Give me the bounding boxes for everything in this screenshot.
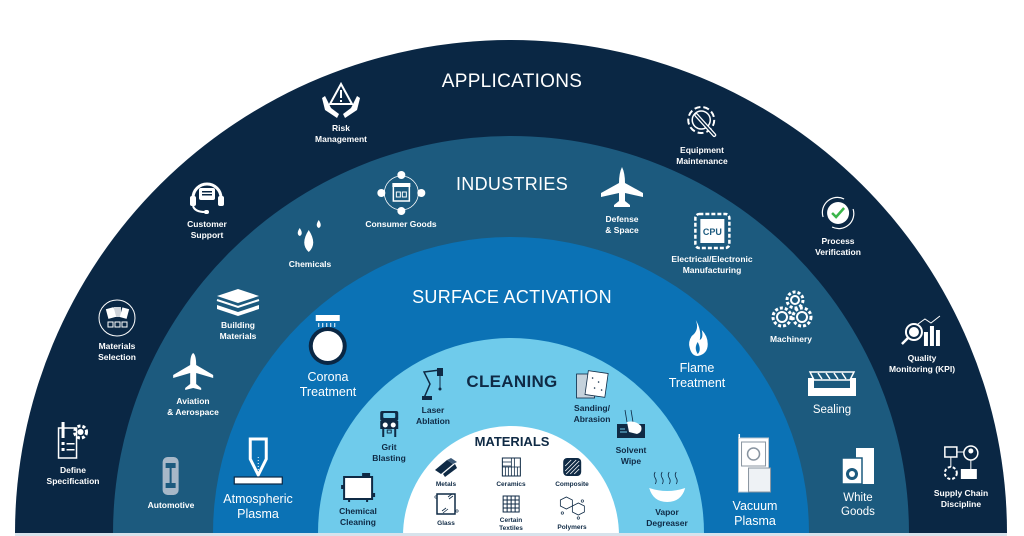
magnifier-chart-icon xyxy=(901,315,941,346)
app-supply-chain-discipline[interactable]: Supply Chain Discipline xyxy=(934,443,988,509)
ind-machinery[interactable]: Machinery xyxy=(769,289,813,345)
title-materials: MATERIALS xyxy=(474,434,550,449)
ind-building-materials[interactable]: Building Materials xyxy=(215,287,261,341)
ind-white-goods[interactable]: White Goods xyxy=(838,446,878,519)
app-define-specification[interactable]: Define Specification xyxy=(47,420,99,486)
plasma-nozzle-icon xyxy=(233,437,283,485)
store-people-icon xyxy=(377,171,425,215)
cl-chemical-cleaning[interactable]: Chemical Cleaning xyxy=(339,471,377,527)
vapor-bowl-icon xyxy=(649,471,685,502)
mat-polymers[interactable]: Polymers xyxy=(557,493,587,532)
seal-tray-icon xyxy=(808,371,856,396)
car-top-icon xyxy=(163,457,179,495)
ind-defense-space[interactable]: Defense & Space xyxy=(599,165,645,235)
mat-metals[interactable]: Metals xyxy=(433,456,459,489)
cl-sanding-abrasion[interactable]: Sanding/ Abrasion xyxy=(574,370,610,424)
supply-chain-icon xyxy=(944,445,979,480)
app-process-verification[interactable]: Process Verification xyxy=(815,193,861,257)
cl-vapor-degreaser[interactable]: Vapor Degreaser xyxy=(646,470,688,528)
corona-roller-icon xyxy=(308,315,347,365)
cl-grit-blasting[interactable]: Grit Blasting xyxy=(372,409,406,463)
molecule-icon xyxy=(559,496,585,520)
title-industries: INDUSTRIES xyxy=(455,174,569,194)
checklist-gear-icon xyxy=(58,422,89,459)
ind-sealing[interactable]: Sealing xyxy=(806,368,858,417)
cl-solvent-wipe[interactable]: Solvent Wipe xyxy=(615,408,647,466)
hands-warning-icon xyxy=(322,81,360,118)
title-cleaning: CLEANING xyxy=(466,372,558,391)
title-surface-activation: SURFACE ACTIVATION xyxy=(412,287,612,307)
textile-grid-icon xyxy=(502,495,520,513)
sa-vacuum-plasma[interactable]: Vacuum Plasma xyxy=(733,434,777,529)
app-customer-support[interactable]: Customer Support xyxy=(187,176,227,240)
sa-atmospheric-plasma[interactable]: Atmospheric Plasma xyxy=(223,437,293,522)
svg-text:CPU: CPU xyxy=(702,227,721,237)
ind-electrical-electronic[interactable]: CPU Electrical/Electronic Manufacturing xyxy=(671,211,753,275)
ind-automotive[interactable]: Automotive xyxy=(148,455,194,511)
title-applications: APPLICATIONS xyxy=(441,71,583,92)
tank-icon xyxy=(340,473,375,502)
droplets-icon xyxy=(298,220,321,252)
gears-icon xyxy=(771,290,813,328)
ind-aviation-aerospace[interactable]: Aviation & Aerospace xyxy=(167,351,219,417)
check-cycle-icon xyxy=(821,196,855,230)
mat-ceramics[interactable]: Ceramics xyxy=(496,456,526,489)
sa-flame-treatment[interactable]: Flame Treatment xyxy=(669,318,725,391)
laser-arm-icon xyxy=(422,368,443,400)
wipe-hand-icon xyxy=(617,409,645,438)
vacuum-chamber-icon xyxy=(738,434,772,493)
cl-laser-ablation[interactable]: Laser Ablation xyxy=(416,366,450,426)
materials-select-icon xyxy=(98,299,136,337)
app-risk-management[interactable]: Risk Management xyxy=(315,80,367,144)
weave-icon xyxy=(563,458,581,476)
ind-consumer-goods[interactable]: Consumer Goods xyxy=(365,170,437,230)
flame-icon xyxy=(689,320,708,356)
washer-fridge-icon xyxy=(841,448,874,485)
mat-glass[interactable]: Glass xyxy=(432,491,460,528)
sandpaper-icon xyxy=(576,370,609,399)
tiles-icon xyxy=(501,457,521,477)
app-equipment-maintenance[interactable]: Equipment Maintenance xyxy=(676,100,728,166)
panels-icon xyxy=(216,289,260,316)
app-quality-monitoring[interactable]: Quality Monitoring (KPI) xyxy=(889,314,955,374)
headset-chat-icon xyxy=(190,182,224,214)
mat-composite[interactable]: Composite xyxy=(555,456,589,489)
app-materials-selection[interactable]: Materials Selection xyxy=(97,298,137,362)
mat-certain-textiles[interactable]: Certain Textiles xyxy=(499,494,523,533)
sa-corona-treatment[interactable]: Corona Treatment xyxy=(300,313,356,400)
cpu-icon: CPU xyxy=(693,212,731,250)
gear-wrench-icon xyxy=(687,106,716,137)
metal-bars-icon xyxy=(435,458,457,477)
airplane-icon xyxy=(173,353,213,390)
ind-chemicals[interactable]: Chemicals xyxy=(289,218,331,270)
glass-pane-icon xyxy=(434,493,459,515)
fighter-jet-icon xyxy=(601,167,643,207)
blaster-cabinet-icon xyxy=(380,411,398,437)
